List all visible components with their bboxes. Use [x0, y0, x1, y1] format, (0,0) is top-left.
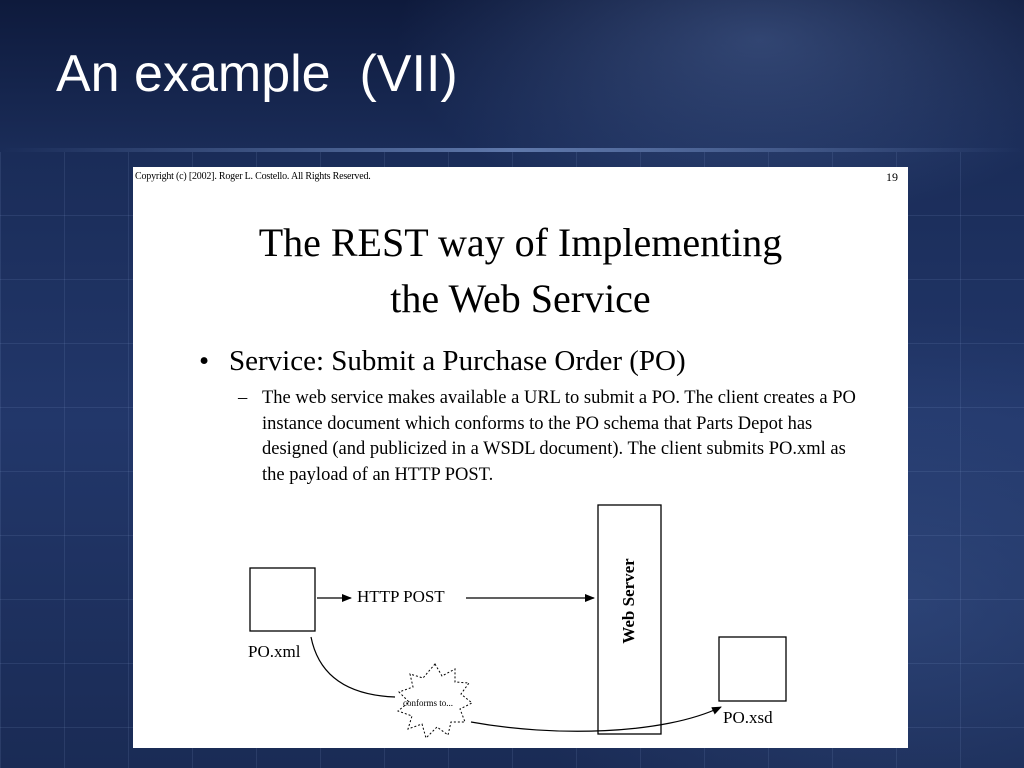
bullet-item: • Service: Submit a Purchase Order (PO) [199, 343, 686, 379]
figure-title-line-2: the Web Service [390, 276, 651, 321]
conforms-starburst [396, 663, 473, 739]
po-xsd-document-box [718, 636, 787, 702]
po-xml-document-box [249, 567, 316, 632]
sub-bullet-text: The web service makes available a URL to… [262, 388, 856, 485]
conforms-curve-right [470, 706, 722, 732]
figure-title-line-1: The REST way of Implementing [258, 220, 783, 265]
http-post-label: HTTP POST [357, 587, 445, 606]
embedded-slide-image: Copyright (c) [2002]. Roger L. Costello.… [133, 167, 908, 748]
po-xsd-label: PO.xsd [723, 708, 773, 727]
figure-title: The REST way of Implementing the Web Ser… [133, 215, 908, 327]
web-server-box [597, 504, 662, 735]
rest-diagram [249, 504, 787, 739]
conforms-to-label: conforms to... [403, 698, 453, 708]
web-server-label: Web Server [619, 558, 638, 644]
bullet-symbol: • [199, 345, 210, 377]
bullet-text: Service: Submit a Purchase Order (PO) [229, 345, 686, 377]
title-divider [0, 148, 1024, 152]
conforms-curve-left [310, 636, 396, 698]
po-xml-label: PO.xml [248, 642, 301, 661]
slide-title: An example (VII) [56, 45, 458, 103]
page-number: 19 [886, 170, 898, 184]
copyright-notice: Copyright (c) [2002]. Roger L. Costello.… [135, 171, 371, 182]
sub-bullet-symbol: – [238, 388, 248, 408]
